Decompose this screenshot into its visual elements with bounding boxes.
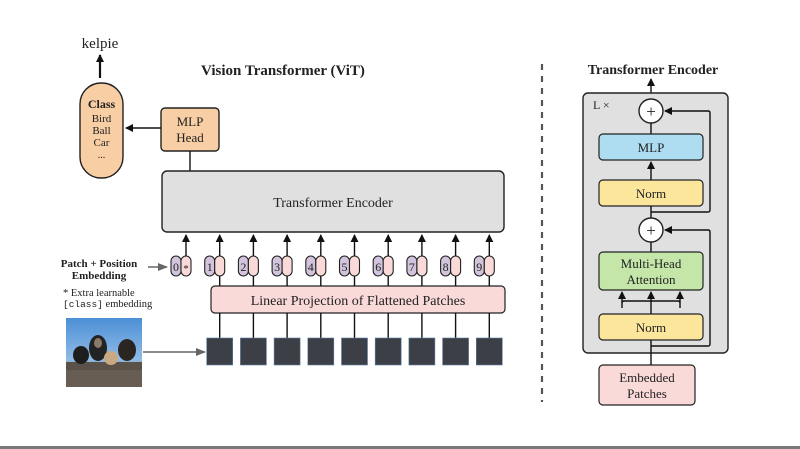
transformer-encoder-label: Transformer Encoder: [273, 196, 393, 211]
bottom-bar: [0, 446, 800, 449]
embedded-patches-box: [598, 364, 696, 406]
patch-embedding: [247, 255, 259, 277]
class-box: [79, 82, 124, 179]
token-index: 1: [207, 260, 213, 274]
class-token-marker: *: [183, 263, 189, 275]
skip-connection-top: [651, 107, 711, 213]
embedding-label: Patch + Position: [61, 258, 138, 270]
patch-embedding: [214, 255, 226, 277]
mlp-box: [598, 133, 704, 161]
patch-embedding: [382, 255, 394, 277]
token-index: 5: [342, 260, 348, 274]
attention-label: Multi-Head: [621, 256, 682, 271]
class-item: Ball: [92, 125, 110, 137]
input-image: [66, 318, 142, 387]
linear-projection-box: [210, 285, 506, 314]
token-index: 3: [274, 260, 280, 274]
token: 2: [237, 234, 259, 286]
patch-row: [206, 313, 503, 366]
image-patch: [475, 337, 503, 366]
mlp-head-label: Head: [176, 130, 204, 145]
patch-embedding: [483, 255, 495, 277]
token: 7: [406, 234, 428, 286]
mlp-label: MLP: [638, 140, 665, 155]
attention-label: Attention: [626, 272, 676, 287]
token-index: 8: [443, 260, 449, 274]
image-patch: [374, 337, 402, 366]
image-patch: [442, 337, 469, 366]
transformer-encoder-box: [161, 170, 505, 233]
image-patch: [307, 337, 335, 366]
patch-embedding: [416, 255, 428, 277]
vit-title: Vision Transformer (ViT): [201, 63, 365, 79]
token: 5: [338, 234, 361, 286]
mlp-head-label: MLP: [177, 114, 204, 129]
token: 1: [204, 234, 226, 286]
encoder-detail-title: Transformer Encoder: [588, 63, 719, 78]
token: 0*: [170, 234, 192, 277]
token: 4: [305, 234, 327, 286]
class-title: Class: [88, 97, 116, 111]
embedded-patches-label: Patches: [627, 386, 667, 401]
multi-head-attention-box: [598, 251, 704, 291]
token-index: 4: [308, 260, 314, 274]
image-patch: [206, 337, 233, 366]
repeat-label: L ×: [593, 98, 610, 112]
patch-embedding: [450, 255, 462, 277]
token-index: 7: [409, 260, 415, 274]
image-patch: [341, 337, 368, 366]
footnote-rest: embedding: [103, 299, 153, 310]
output-label: kelpie: [82, 36, 119, 52]
plus-sign: +: [646, 102, 656, 121]
embedded-patches-label: Embedded: [619, 370, 675, 385]
plus-sign: +: [646, 221, 656, 240]
norm-label-top: Norm: [636, 186, 666, 201]
patch-embedding: [281, 255, 293, 277]
image-patch: [240, 337, 267, 366]
skip-connection-bottom: [651, 226, 711, 347]
token-index: 2: [240, 260, 246, 274]
footnote-line2: [class] embedding: [63, 299, 153, 310]
token: 3: [271, 234, 293, 286]
class-item: Car: [94, 137, 110, 149]
image-patch: [273, 337, 301, 366]
footnote-line1: * Extra learnable: [63, 288, 135, 299]
footnote-code: [class]: [63, 299, 103, 310]
token-index: 6: [375, 260, 381, 274]
class-item: ...: [98, 150, 106, 161]
token-index: 0: [173, 260, 179, 274]
token-index: 9: [476, 260, 482, 274]
norm-label-bottom: Norm: [636, 320, 666, 335]
class-item: Bird: [92, 113, 112, 125]
token: 9: [473, 234, 495, 286]
linear-projection-label: Linear Projection of Flattened Patches: [251, 294, 466, 309]
image-patch: [408, 337, 436, 366]
embedding-label: Embedding: [72, 270, 127, 282]
patch-embedding: [348, 255, 361, 277]
patch-embedding: [315, 255, 327, 277]
token: 6: [372, 234, 394, 286]
token: 8: [440, 234, 462, 286]
